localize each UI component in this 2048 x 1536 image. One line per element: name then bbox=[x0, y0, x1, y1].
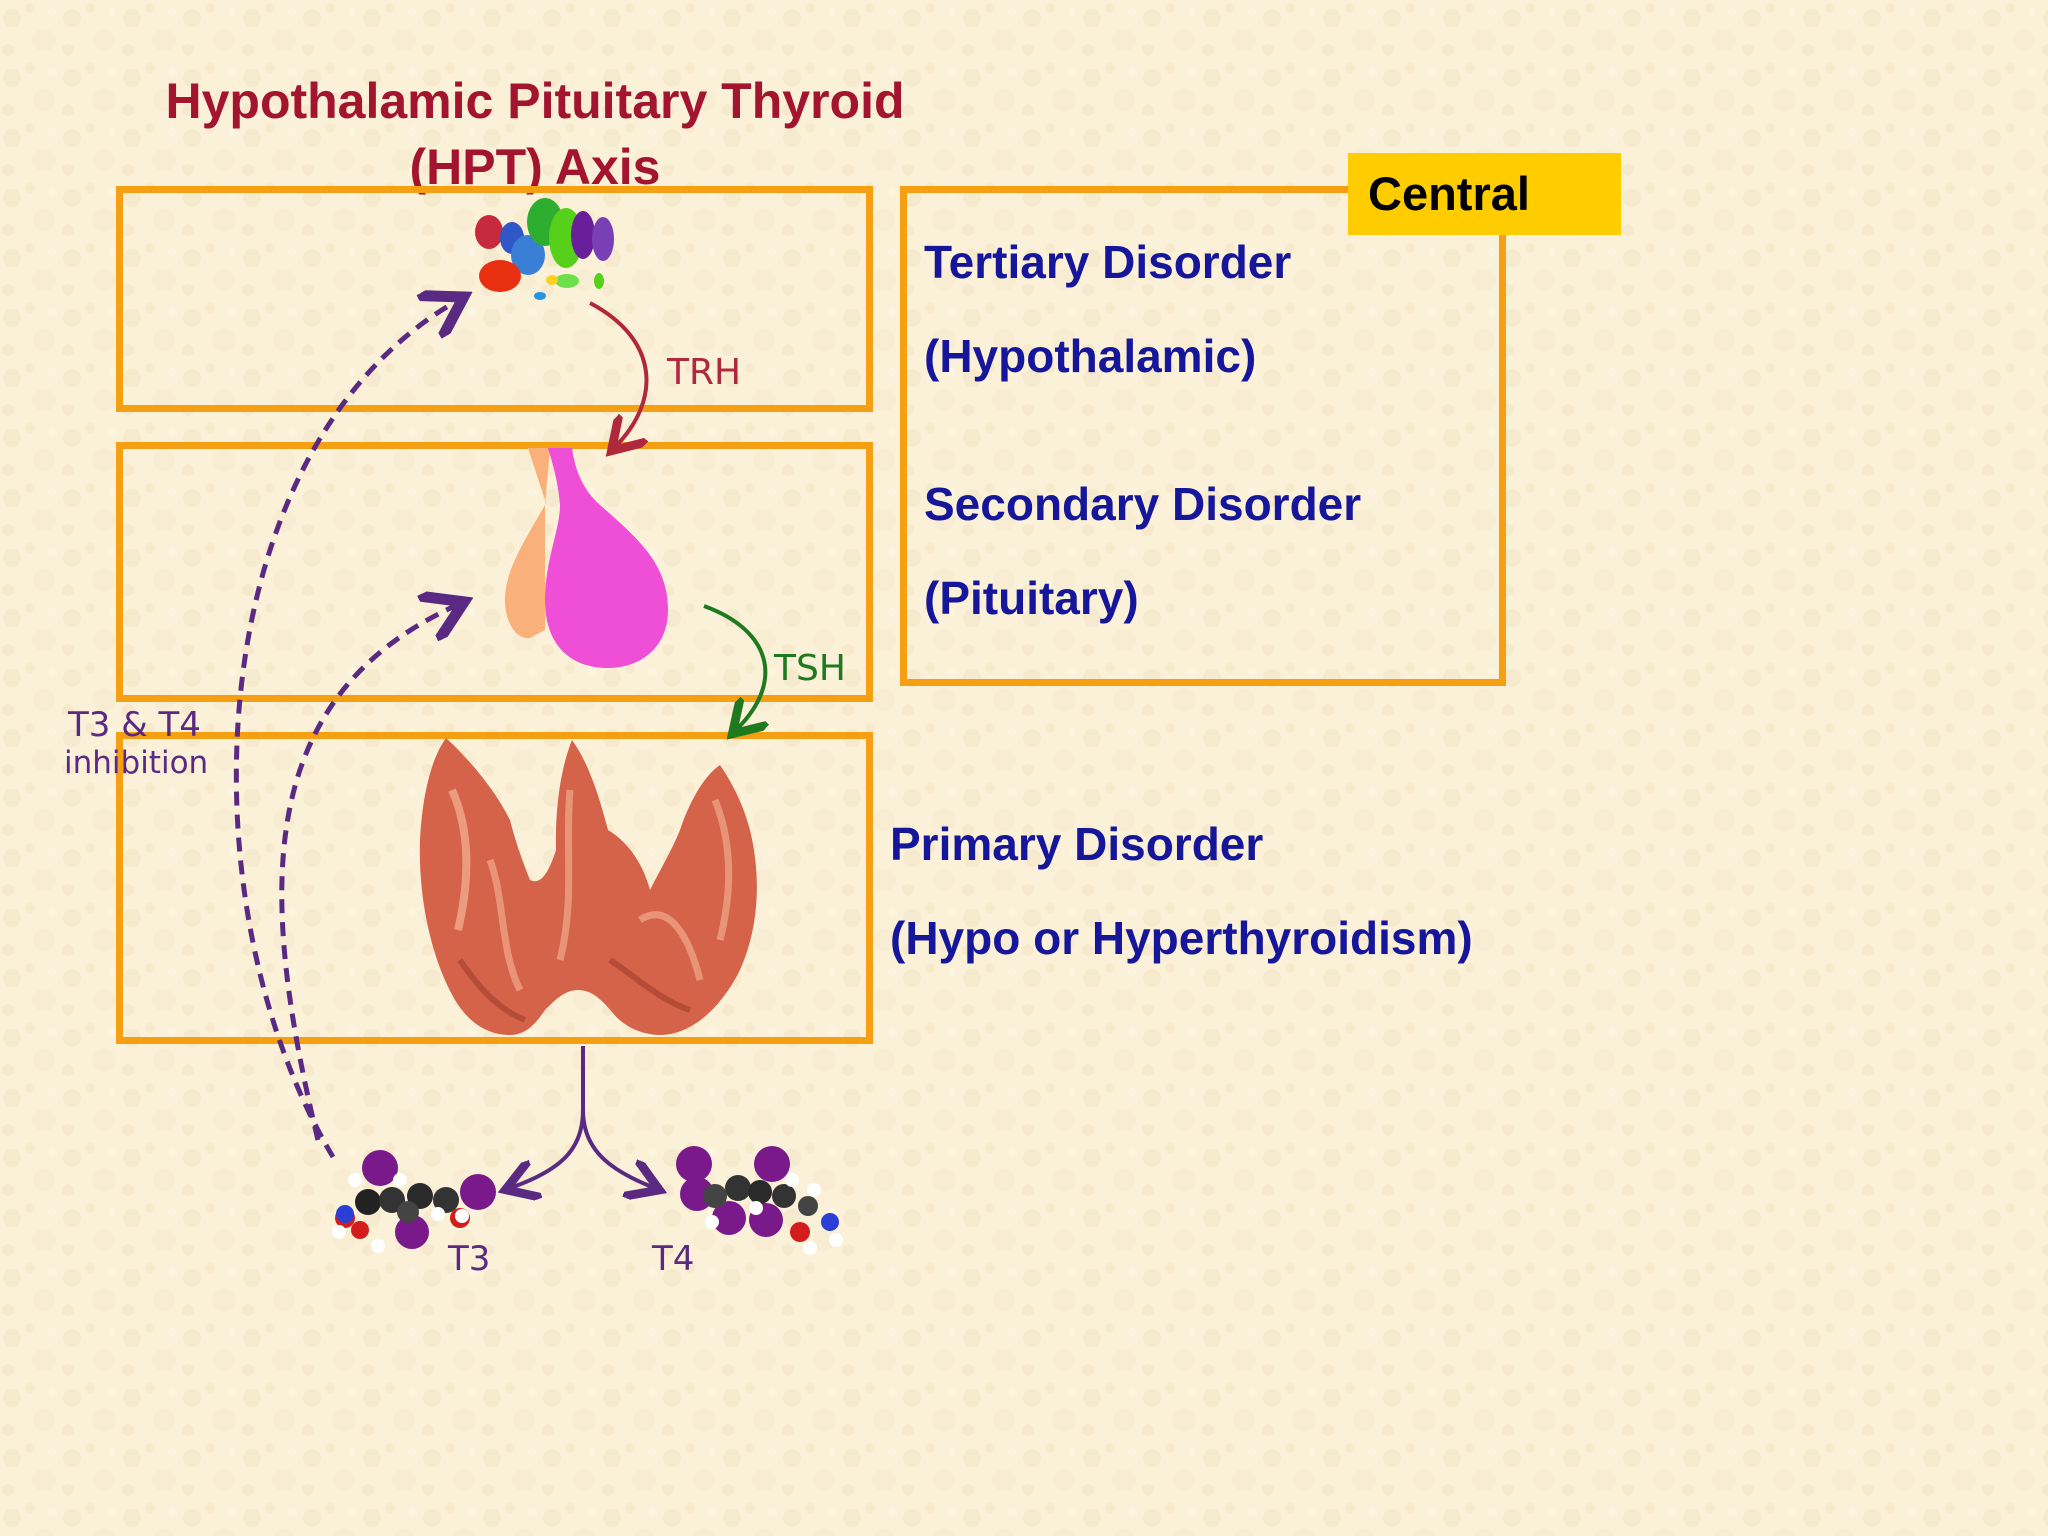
tertiary-disorder-site: (Hypothalamic) bbox=[924, 330, 1257, 382]
central-badge: Central bbox=[1348, 153, 1621, 235]
central-disorders-box bbox=[900, 186, 1506, 686]
thyroid-box bbox=[116, 732, 873, 1044]
hypothalamus-box bbox=[116, 186, 873, 412]
primary-disorder-label: Primary Disorder bbox=[890, 818, 1264, 870]
thyroid-icon bbox=[419, 738, 757, 1035]
feedback-label-line-1: T3 & T4 bbox=[67, 705, 201, 745]
trh-label: TRH bbox=[666, 352, 741, 393]
hypothalamus-icon bbox=[475, 198, 614, 300]
t3-label: T3 bbox=[447, 1239, 490, 1279]
pituitary-icon bbox=[505, 448, 668, 668]
t3-molecule-icon bbox=[332, 1150, 496, 1253]
t4-label: T4 bbox=[651, 1239, 694, 1279]
slide-title-line-1: Hypothalamic Pituitary Thyroid bbox=[165, 73, 905, 129]
trh-arrow bbox=[589, 301, 649, 445]
slide-title-line-2: (HPT) Axis bbox=[409, 139, 661, 195]
t4-molecule-icon bbox=[676, 1146, 843, 1255]
pituitary-box bbox=[116, 442, 873, 702]
secondary-disorder-site: (Pituitary) bbox=[924, 572, 1139, 624]
feedback-to-pituitary-arrow bbox=[279, 606, 455, 1141]
t3-output-arrow bbox=[513, 1046, 585, 1187]
primary-disorder-site: (Hypo or Hyperthyroidism) bbox=[890, 912, 1473, 964]
tsh-arrow bbox=[703, 604, 765, 728]
feedback-label-line-2: inhibition bbox=[64, 745, 208, 781]
tertiary-disorder-label: Tertiary Disorder bbox=[924, 236, 1292, 288]
feedback-to-hypothalamus-arrow bbox=[233, 302, 455, 1159]
t4-output-arrow bbox=[581, 1109, 652, 1187]
tsh-label: TSH bbox=[773, 648, 846, 689]
slide-title: Hypothalamic Pituitary Thyroid (HPT) Axi… bbox=[90, 68, 980, 200]
secondary-disorder-label: Secondary Disorder bbox=[924, 478, 1362, 530]
